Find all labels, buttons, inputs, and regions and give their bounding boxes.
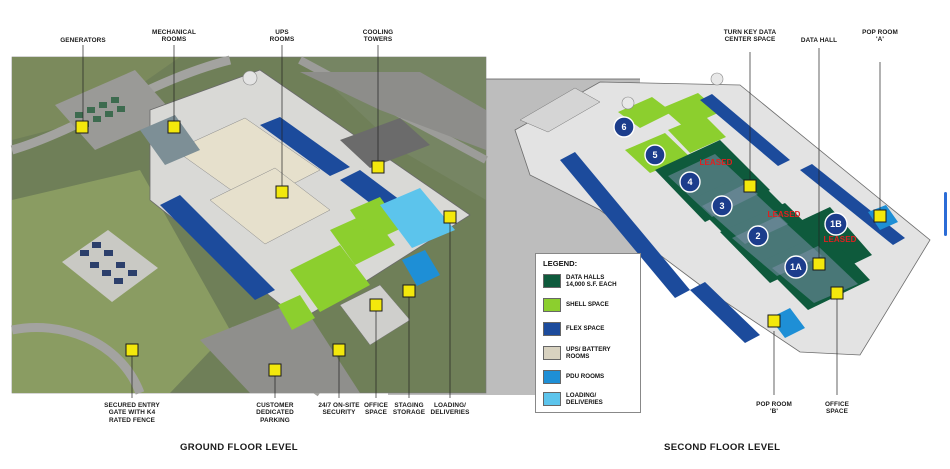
callout-secured-gate: SECURED ENTRY GATE WITH K4 RATED FENCE	[104, 402, 160, 424]
legend-swatch	[543, 274, 561, 288]
location-markers	[75, 120, 887, 377]
marker-mechanical-rooms	[167, 120, 181, 134]
hall-3-number: 3	[719, 201, 725, 211]
marker-ups-rooms	[275, 185, 289, 199]
legend-label: DATA HALLS 14,000 S.F. EACH	[566, 274, 617, 289]
second-floor-level-label: SECOND FLOOR LEVEL	[664, 442, 781, 453]
marker-secured-gate	[125, 343, 139, 357]
callout-parking: CUSTOMER DEDICATED PARKING	[256, 402, 294, 424]
marker-pop-b	[767, 314, 781, 328]
legend-swatch	[543, 322, 561, 336]
marker-pop-a	[873, 209, 887, 223]
hall-4-number: 4	[687, 177, 693, 187]
hall-5-number: 5	[652, 150, 658, 160]
scrollbar-thumb[interactable]	[944, 192, 947, 236]
callout-cooling-towers: COOLING TOWERS	[362, 29, 394, 44]
marker-staging	[402, 284, 416, 298]
marker-security	[332, 343, 346, 357]
marker-generators	[75, 120, 89, 134]
legend-title: LEGEND:	[543, 259, 578, 268]
marker-loading	[443, 210, 457, 224]
hall-1a-circle	[784, 255, 808, 279]
callout-data-hall: DATA HALL	[800, 37, 838, 44]
legend-label: UPS/ BATTERY ROOMS	[566, 346, 611, 361]
solar-panel-array	[62, 230, 158, 302]
callout-mechanical-rooms: MECHANICAL ROOMS	[152, 29, 196, 44]
callout-loading: LOADING/ DELIVERIES	[430, 402, 470, 417]
hall-5-circle	[644, 144, 666, 166]
parking-lot	[200, 300, 360, 393]
callout-turnkey: TURN KEY DATA CENTER SPACE	[723, 29, 777, 44]
legend-label: PDU ROOMS	[566, 373, 605, 380]
marker-office-2	[830, 286, 844, 300]
legend-swatch	[543, 346, 561, 360]
hall-2-circle	[747, 225, 769, 247]
callout-pop-a: POP ROOM 'A'	[862, 29, 898, 44]
callout-generators: GENERATORS	[60, 37, 106, 44]
marker-parking	[268, 363, 282, 377]
ground-floor-level-label: GROUND FLOOR LEVEL	[180, 442, 298, 453]
marker-data-hall	[812, 257, 826, 271]
hall-1a-number: 1A	[790, 262, 802, 272]
hall-6-number: 6	[621, 122, 627, 132]
legend-label: FLEX SPACE	[566, 325, 605, 332]
marker-office	[369, 298, 383, 312]
legend-swatch	[543, 370, 561, 384]
marker-cooling-towers	[371, 160, 385, 174]
legend-swatch	[543, 298, 561, 312]
hall-1b-circle	[824, 212, 848, 236]
callout-office-second: OFFICE SPACE	[824, 401, 850, 416]
callout-leader-lines	[82, 45, 881, 398]
hall-6-circle	[613, 116, 635, 138]
callout-security: 24/7 ON-SITE SECURITY	[318, 402, 360, 417]
leased-label-2: LEASED	[767, 210, 801, 219]
hall-2-number: 2	[755, 231, 761, 241]
hall-1b-number: 1B	[830, 219, 842, 229]
legend-box: LEGEND: DATA HALLS 14,000 S.F. EACH SHEL…	[535, 253, 641, 413]
callout-office: OFFICE SPACE	[363, 402, 389, 417]
callout-pop-b: POP ROOM 'B'	[756, 401, 792, 416]
hall-3-circle	[711, 195, 733, 217]
leased-label-1b: LEASED	[823, 235, 857, 244]
marker-turnkey	[743, 179, 757, 193]
callout-staging: STAGING STORAGE	[392, 402, 426, 417]
legend-swatch	[543, 392, 561, 406]
callout-ups-rooms: UPS ROOMS	[269, 29, 295, 44]
leased-label-4: LEASED	[699, 158, 733, 167]
hall-4-circle	[679, 171, 701, 193]
legend-label: LOADING/ DELIVERIES	[566, 392, 603, 407]
legend-label: SHELL SPACE	[566, 301, 609, 308]
